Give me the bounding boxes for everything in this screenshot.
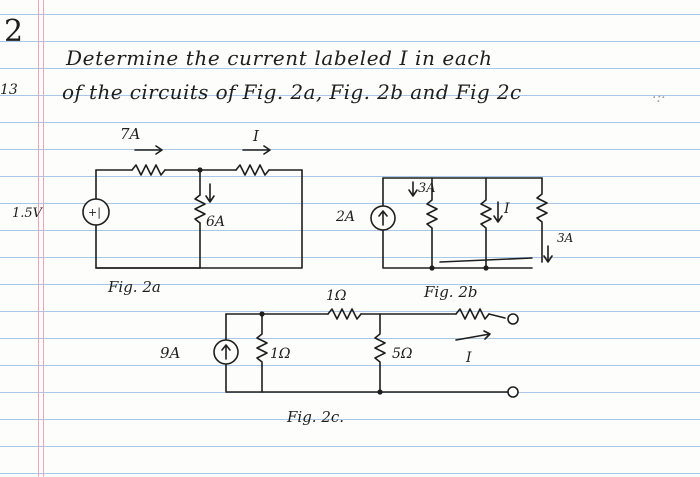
- fig2a-label-i: I: [252, 127, 260, 145]
- ruled-line: [0, 284, 700, 285]
- ruled-line: [0, 41, 700, 42]
- fig2b-bottom-wire-extra: [439, 257, 533, 263]
- margin-line: [43, 0, 44, 477]
- pencil-dots: ·:·: [652, 90, 666, 106]
- fig2c-resistor-shunt: [256, 313, 268, 393]
- fig2a-source-polarity: +|: [88, 206, 101, 220]
- fig2a-voltage-source: [82, 198, 110, 226]
- ruled-line: [0, 122, 700, 123]
- fig2c-label-series-r: 1Ω: [326, 288, 347, 304]
- ruled-line: [0, 230, 700, 231]
- ruled-line: [0, 176, 700, 177]
- ruled-line: [0, 203, 700, 204]
- fig2a-label-7a: 7A: [120, 125, 141, 143]
- fig2b-resistor-2: [480, 177, 492, 269]
- fig2c-label-9a: 9A: [160, 344, 181, 362]
- fig2c-arrow-i: [455, 330, 491, 341]
- fig2b-resistor-3: [536, 177, 548, 263]
- fig2b-arrow-3a-right: [543, 245, 553, 263]
- ruled-line: [0, 149, 700, 150]
- fig2c-node-2: [377, 389, 383, 395]
- fig2c-circuit: [213, 308, 519, 398]
- fig2b-node-1: [429, 265, 435, 271]
- margin-line: [38, 0, 39, 477]
- ruled-line: [0, 68, 700, 69]
- fig2b-label-3a-right: 3A: [557, 231, 574, 245]
- fig2c-resistor-5ohm: [374, 313, 386, 393]
- fig2c-terminal-top: [507, 313, 519, 325]
- ruled-line: [0, 473, 700, 474]
- ruled-line: [0, 446, 700, 447]
- fig2c-label-5ohm: 5Ω: [392, 346, 413, 362]
- fig2c-label-shunt-r: 1Ω: [270, 346, 291, 362]
- fig2b-arrow-3a-top: [408, 181, 418, 197]
- fig2a-resistor-mid: [194, 194, 206, 224]
- ruled-line: [0, 95, 700, 96]
- ruled-line: [0, 338, 700, 339]
- ruled-line: [0, 365, 700, 366]
- fig2a-label-voltage: 1.5V: [12, 206, 44, 221]
- ruled-line: [0, 257, 700, 258]
- fig2a-arrow-6a: [205, 183, 215, 203]
- fig2b-left-bottom-wire: [382, 177, 533, 269]
- fig2a-resistor-right: [235, 164, 270, 176]
- fig2a-caption: Fig. 2a: [107, 278, 161, 296]
- fig2c-resistor-right-top: [455, 308, 490, 320]
- fig2b-node-2: [483, 265, 489, 271]
- fig2c-label-i: I: [465, 350, 472, 366]
- problem-number: 2: [4, 14, 24, 49]
- fig2c-top-wire-right: [488, 313, 506, 319]
- fig2c-node-1: [259, 311, 265, 317]
- fig2b-label-3a-top: 3A: [418, 181, 436, 196]
- fig2b-caption: Fig. 2b: [423, 283, 478, 301]
- problem-points: 13: [0, 82, 18, 98]
- fig2b-resistor-1: [426, 177, 438, 269]
- fig2c-resistor-series: [327, 308, 362, 320]
- fig2b-source-arrow: [378, 210, 388, 226]
- fig2a-arrow-i: [242, 145, 271, 155]
- fig2a-outer-wire: [95, 169, 303, 269]
- fig2b-arrow-i: [493, 201, 503, 223]
- fig2c-terminal-bottom: [507, 386, 519, 398]
- problem-statement-line-2: of the circuits of Fig. 2a, Fig. 2b and …: [62, 80, 522, 104]
- fig2b-circuit: [370, 177, 553, 271]
- problem-statement-line-1: Determine the current labeled I in each: [66, 46, 493, 70]
- ruled-line: [0, 14, 700, 15]
- fig2b-label-2a: 2A: [335, 209, 355, 225]
- fig2a-resistor-left: [131, 164, 166, 176]
- fig2a-circuit: [82, 145, 303, 269]
- fig2a-label-6a: 6A: [206, 214, 225, 230]
- fig2b-label-i: I: [503, 201, 510, 217]
- fig2c-source-arrow: [221, 344, 231, 360]
- fig2a-arrow-7a: [134, 145, 163, 155]
- ruled-line: [0, 419, 700, 420]
- fig2c-caption: Fig. 2c.: [286, 408, 344, 426]
